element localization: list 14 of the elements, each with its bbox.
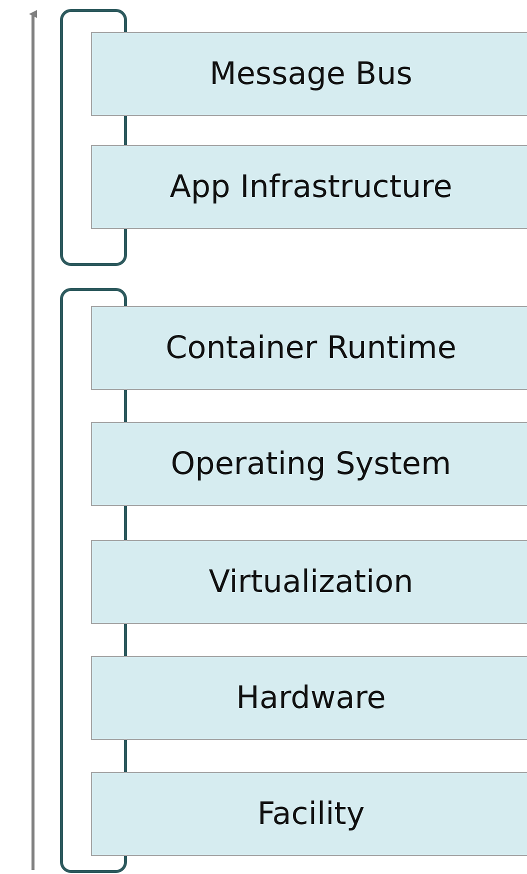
layer-box (91, 656, 527, 740)
layer-label: Virtualization (208, 564, 414, 600)
layer-label: Hardware (236, 680, 386, 716)
layer-box (91, 145, 527, 229)
layer-box (91, 540, 527, 624)
layer-box (91, 772, 527, 856)
layer-label: Facility (257, 796, 365, 832)
layer-label: Container Runtime (166, 330, 456, 366)
layer-box (91, 422, 527, 506)
layer-box (91, 306, 527, 390)
layer-label: Message Bus (210, 56, 412, 92)
layer-label: Operating System (170, 446, 452, 482)
layer-box (91, 32, 527, 116)
layer-label: App Infrastructure (170, 169, 452, 205)
